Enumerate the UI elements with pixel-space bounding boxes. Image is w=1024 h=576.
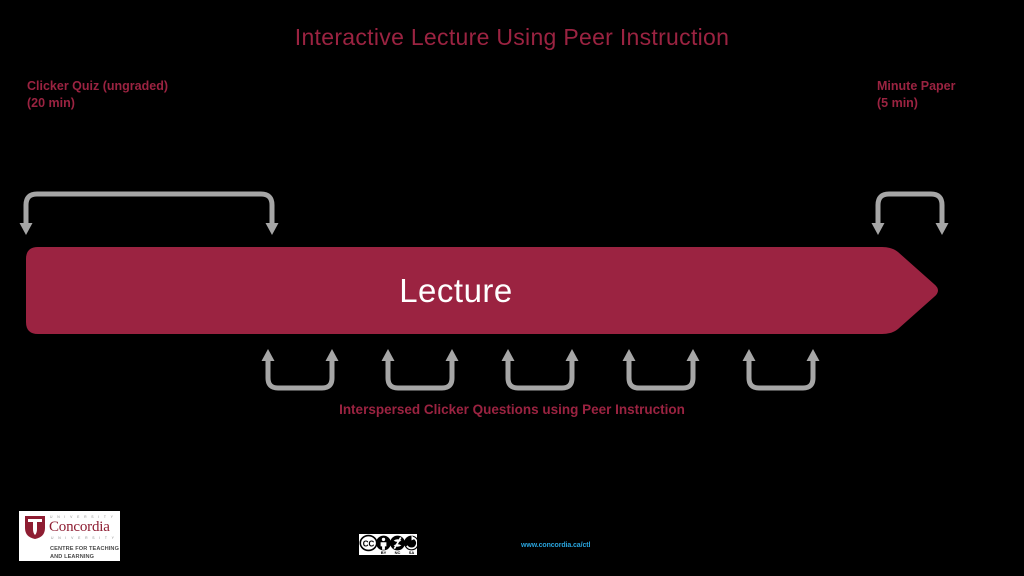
clicker-quiz-bracket <box>18 190 280 236</box>
logo-unit-line2: AND LEARNING <box>50 554 95 560</box>
svg-text:BY: BY <box>381 550 387 555</box>
label-minute-paper-line2: (5 min) <box>877 96 918 110</box>
page-title: Interactive Lecture Using Peer Instructi… <box>294 24 730 50</box>
clicker-question-bracket-3 <box>499 349 581 393</box>
svg-text:SA: SA <box>409 550 415 555</box>
concordia-shield-icon <box>25 516 45 539</box>
logo-wordmark-bottom: U N I V E R S I T Y <box>51 536 116 540</box>
minute-paper-bracket <box>869 190 951 236</box>
logo-wordmark-main: Concordia <box>49 519 110 535</box>
clicker-question-bracket-5 <box>740 349 822 393</box>
logo-wordmark-top: U N I V E R S I T Y <box>50 515 115 519</box>
clicker-question-bracket-4 <box>620 349 702 393</box>
label-minute-paper-line1: Minute Paper <box>877 79 956 93</box>
label-clicker-quiz-line2: (20 min) <box>27 96 75 110</box>
caption-interspersed-clicker-questions: Interspersed Clicker Questions using Pee… <box>339 402 685 417</box>
footer-url-link[interactable]: www.concordia.ca/ctl <box>521 542 591 549</box>
logo-unit-line1: CENTRE FOR TEACHING <box>50 546 120 552</box>
clicker-question-bracket-1 <box>259 349 341 393</box>
label-clicker-quiz: Clicker Quiz (ungraded) (20 min) <box>27 78 168 112</box>
lecture-arrow-shape <box>26 247 942 334</box>
label-minute-paper: Minute Paper (5 min) <box>877 78 956 112</box>
clicker-question-bracket-2 <box>379 349 461 393</box>
svg-text:CC: CC <box>363 540 375 549</box>
creative-commons-license-icon[interactable]: CC BY NC SA <box>359 534 417 555</box>
label-clicker-quiz-line1: Clicker Quiz (ungraded) <box>27 79 168 93</box>
svg-text:NC: NC <box>395 550 401 555</box>
concordia-logo: U N I V E R S I T Y Concordia U N I V E … <box>19 511 120 561</box>
logo-wordmark-block: U N I V E R S I T Y Concordia U N I V E … <box>19 511 120 543</box>
